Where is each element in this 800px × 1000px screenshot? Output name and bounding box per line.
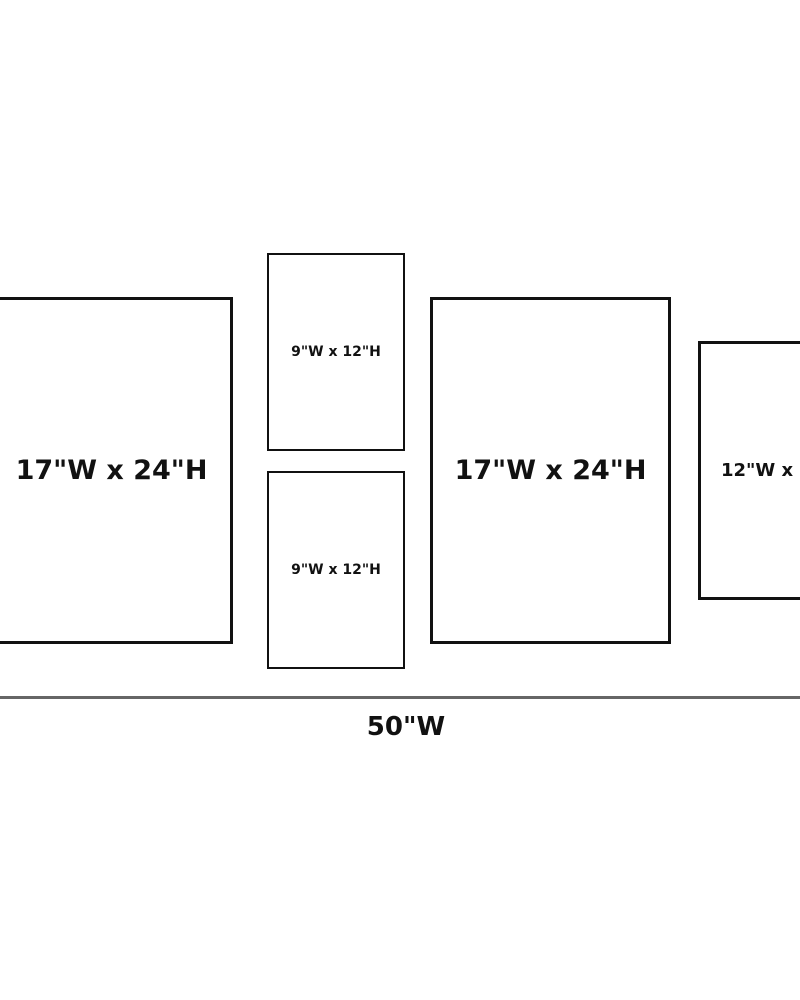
frame-dimension-label: 17"W x 24"H bbox=[15, 455, 208, 486]
frame-large-left: 17"W x 24"H bbox=[0, 297, 233, 644]
frame-dimension-label: 17"W x 24"H bbox=[454, 455, 647, 486]
total-width-label: 50"W bbox=[366, 712, 446, 742]
frame-small-top: 9"W x 12"H bbox=[267, 253, 405, 451]
frame-dimension-label: 9"W x 12"H bbox=[291, 562, 381, 578]
frame-small-bottom: 9"W x 12"H bbox=[267, 471, 405, 669]
frame-large-center: 17"W x 24"H bbox=[430, 297, 671, 644]
frame-dimension-label: 12"W x bbox=[721, 460, 794, 481]
frame-dimension-label: 9"W x 12"H bbox=[291, 344, 381, 360]
frame-medium-right: 12"W x bbox=[698, 341, 800, 600]
total-width-rule bbox=[0, 696, 800, 699]
